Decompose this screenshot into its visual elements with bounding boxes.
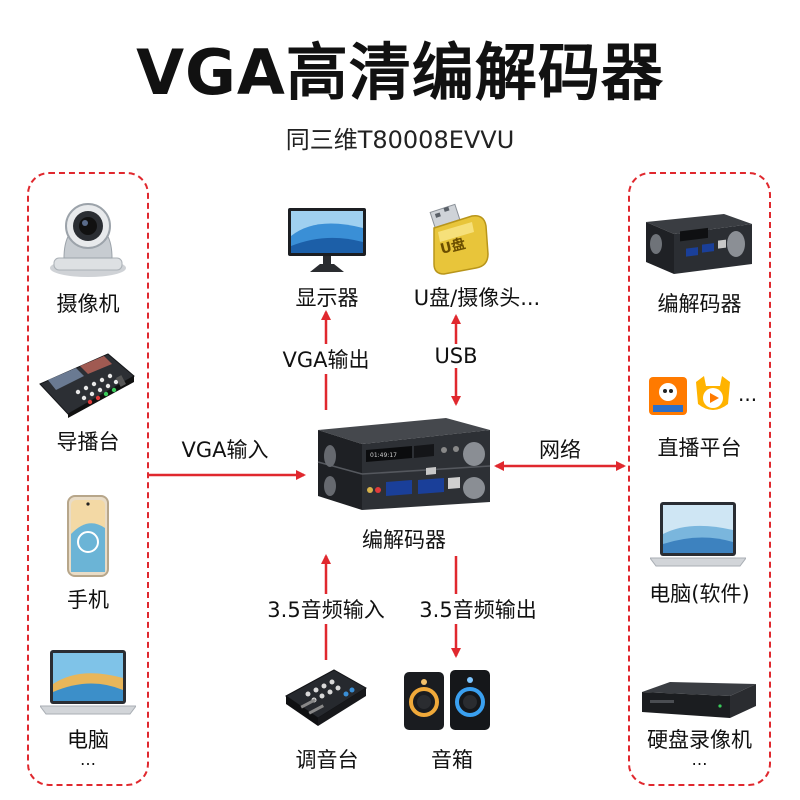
douyu-logo-icon — [648, 376, 688, 416]
left-label-phone: 手机 — [67, 588, 109, 612]
left-more-indicator: … — [80, 750, 96, 769]
huya-logo-icon — [692, 374, 734, 416]
laptop-icon — [40, 648, 136, 716]
right-more-indicator: … — [691, 750, 708, 769]
label-network: 网络 — [539, 438, 581, 462]
center-label-codec: 编解码器 — [362, 528, 446, 552]
right-label-live-platform: 直播平台 — [657, 436, 742, 460]
top-label-usb-camera: U盘/摄像头... — [413, 286, 541, 310]
page-title: VGA高清编解码器 — [136, 36, 664, 109]
label-audio-output: 3.5音频输出 — [400, 594, 556, 624]
output-devices-box — [628, 172, 771, 786]
label-usb: USB — [416, 344, 496, 368]
codec-device-icon — [642, 210, 754, 276]
label-audio-input: 3.5音频输入 — [248, 594, 404, 624]
usb-drive-icon: U盘 — [420, 202, 492, 276]
laptop-software-icon — [650, 500, 746, 568]
left-label-camera: 摄像机 — [56, 292, 120, 316]
switcher-icon — [38, 350, 136, 418]
top-label-display: 显示器 — [295, 286, 359, 310]
right-label-codec: 编解码器 — [657, 292, 742, 316]
right-label-nvr: 硬盘录像机 — [647, 728, 752, 752]
bottom-label-speaker: 音箱 — [431, 748, 473, 772]
label-vga-output: VGA输出 — [266, 344, 386, 374]
central-codec-device: 01:49:17 — [316, 412, 492, 512]
input-devices-box — [27, 172, 149, 786]
bottom-label-mixer: 调音台 — [295, 748, 359, 772]
speaker-icon — [402, 664, 494, 734]
left-label-laptop: 电脑 — [67, 728, 109, 752]
svg-text:01:49:17: 01:49:17 — [370, 452, 397, 459]
audio-mixer-icon — [284, 666, 368, 732]
camera-icon — [46, 196, 130, 280]
right-label-pc-software: 电脑(软件) — [649, 582, 750, 606]
live-more-indicator: ... — [738, 382, 758, 406]
left-label-switcher: 导播台 — [56, 430, 120, 454]
monitor-icon — [286, 206, 368, 274]
nvr-recorder-icon — [640, 680, 758, 720]
model-subtitle: 同三维T80008EVVU — [285, 126, 515, 154]
label-vga-input: VGA输入 — [181, 438, 269, 462]
phone-icon — [66, 494, 110, 578]
